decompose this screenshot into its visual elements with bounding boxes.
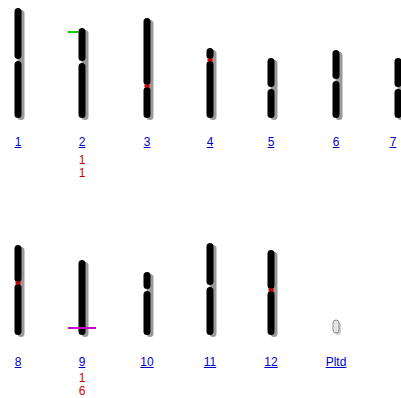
chromosome-arm [15, 8, 22, 59]
chromosome-number: 10 [140, 356, 153, 368]
chromosome-3 [144, 18, 154, 120]
centromere-mark [145, 85, 150, 88]
chromosome-arm [144, 18, 151, 85]
chromosome-arm [15, 284, 22, 335]
chromosome-5 [268, 58, 278, 120]
plastid-shape [333, 320, 339, 333]
chromosome-arm [333, 50, 340, 79]
chromosome-number: Pltd [326, 356, 347, 368]
marker-count: 1 [79, 372, 86, 384]
chromosome-number: 9 [79, 356, 86, 368]
chromosome-arm [268, 291, 275, 335]
chromosome-arm [268, 89, 275, 118]
chromosome-9 [68, 260, 96, 337]
chromosome-number: 5 [268, 136, 275, 148]
chromosome-number: 7 [390, 136, 397, 148]
centromere-mark [208, 59, 213, 62]
chromosome-4 [207, 48, 217, 120]
chromosome-6 [333, 50, 343, 120]
chromosome-arm [268, 250, 275, 289]
chromosome-arm [207, 61, 214, 118]
chromosome-arm [79, 28, 86, 61]
chromosome-arm [333, 81, 340, 118]
marker-count: 1 [79, 167, 86, 179]
chromosome-number: 8 [15, 356, 22, 368]
chromosome-12 [268, 250, 278, 337]
chromosome-arm [268, 58, 275, 87]
chromosome-number: 4 [207, 136, 214, 148]
chromosome-arm [15, 245, 22, 282]
chromosome-number: 12 [264, 356, 277, 368]
centromere-mark [269, 289, 274, 292]
chromosome-1 [15, 8, 25, 120]
chromosome-2 [68, 28, 89, 120]
marker-tick [68, 31, 78, 33]
marker-count: 1 [79, 154, 86, 166]
marker-count: 6 [79, 385, 86, 397]
chromosome-8 [15, 245, 25, 337]
centromere-mark [16, 282, 21, 285]
chromosome-arm [79, 63, 86, 118]
chromosome-number: 11 [204, 356, 216, 368]
chromosome-arm [207, 243, 214, 285]
chromosome-number: 3 [144, 136, 151, 148]
chromosome-11 [207, 243, 217, 337]
chromosome-arm [15, 61, 22, 118]
chromosome-arm [79, 260, 86, 335]
chromosome-arm [144, 291, 151, 335]
chromosome-arm [207, 48, 214, 59]
chromosome-arm [207, 287, 214, 335]
plastid-genome [333, 320, 341, 335]
chromosome-10 [144, 272, 154, 337]
chromosome-arm [144, 87, 151, 118]
chromosome-arm [395, 58, 401, 87]
chromosome-number: 1 [15, 136, 22, 148]
chromosome-arm [144, 272, 151, 289]
marker-tick [68, 327, 96, 329]
chromosome-number: 6 [333, 136, 340, 148]
chromosome-arm [395, 89, 401, 118]
chromosome-number: 2 [79, 136, 86, 148]
chromosome-7 [395, 58, 401, 120]
